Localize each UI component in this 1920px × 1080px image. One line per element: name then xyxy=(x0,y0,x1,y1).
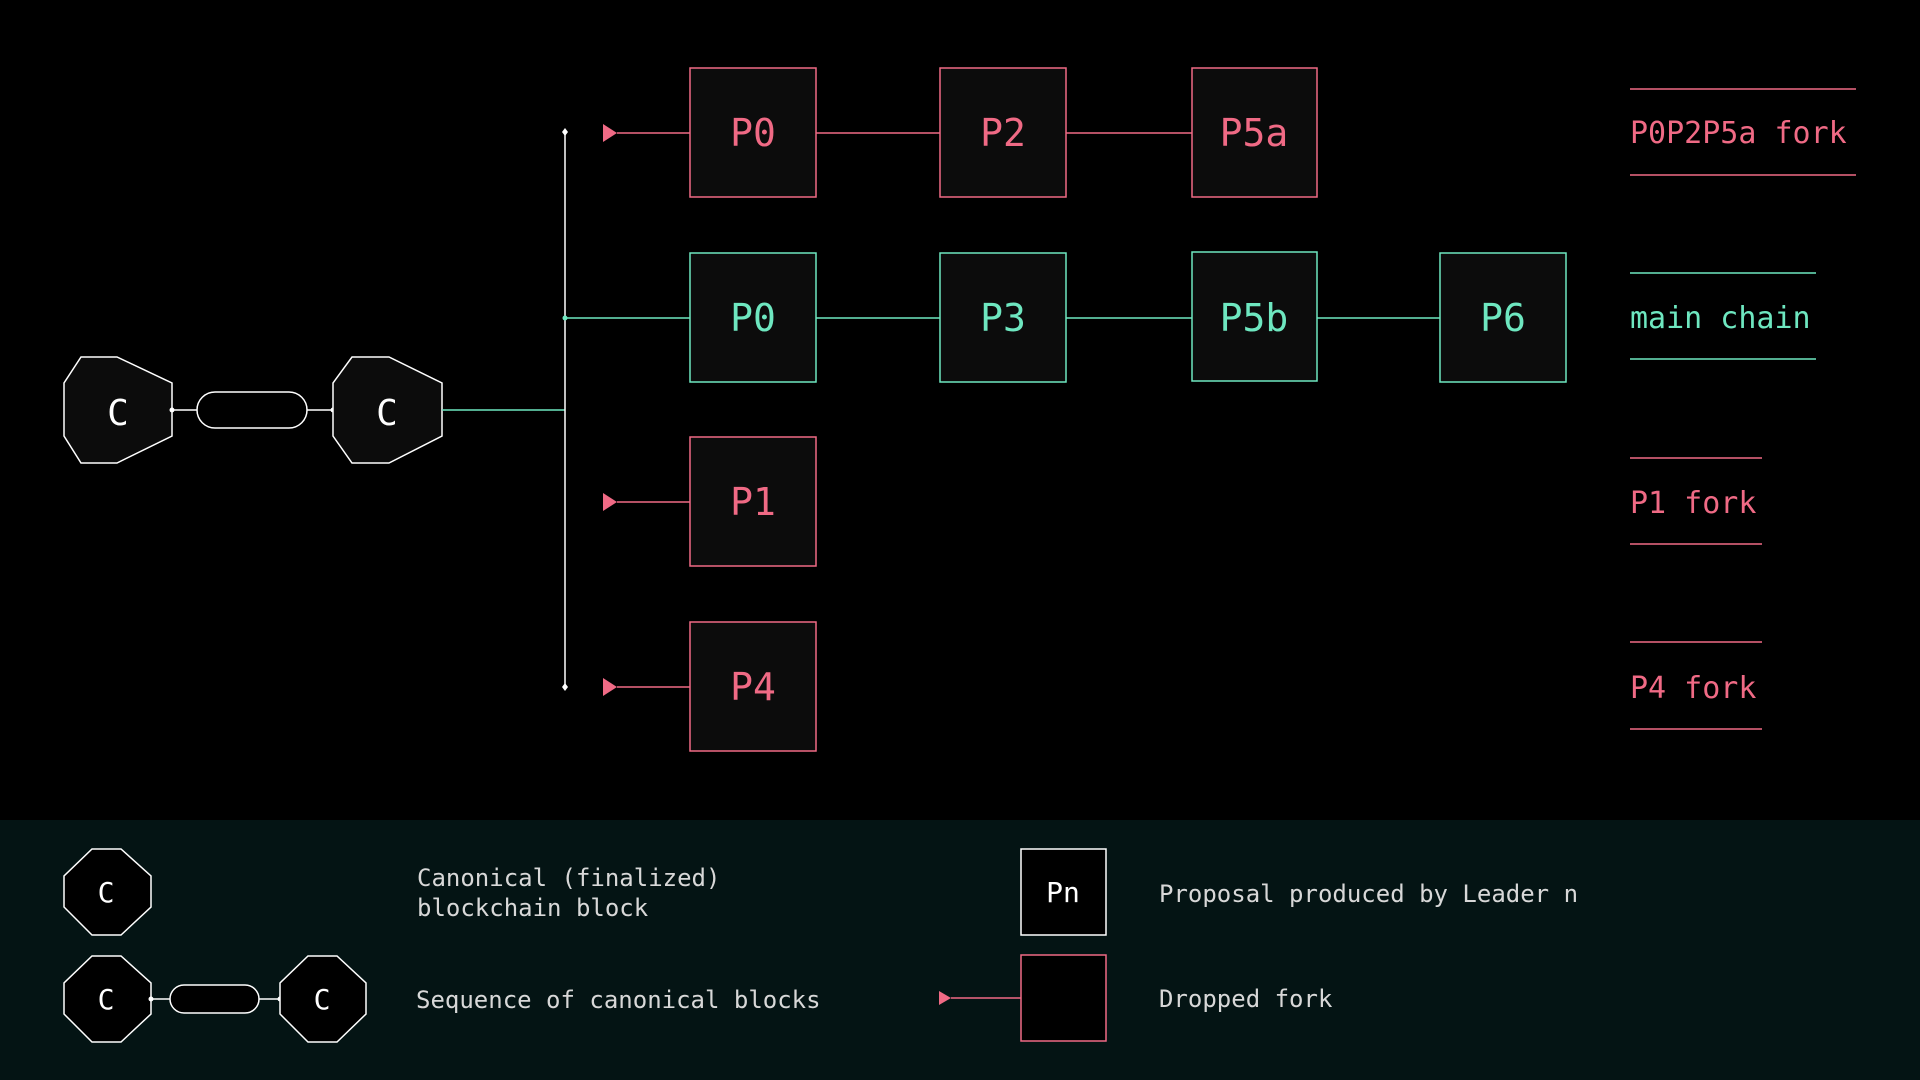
legend-canonical-text-line2: blockchain block xyxy=(417,894,649,922)
legend-sequence-symbol-2: C xyxy=(314,983,331,1016)
legend-sequence-shape-1 xyxy=(63,955,152,1043)
legend-sequence-shape-2 xyxy=(279,955,367,1043)
legend-canonical-symbol: C xyxy=(98,876,115,909)
legend-canonical-shape xyxy=(63,848,152,936)
branch-trunk xyxy=(442,128,568,691)
fork1-dropped-arrow-icon xyxy=(603,124,617,142)
legend-dropped-arrow-icon xyxy=(939,991,951,1005)
fork1-row: P0 P2 P5a xyxy=(603,67,1318,198)
main-chain-row: P0 P3 P5b P6 xyxy=(565,251,1567,383)
fork3-dropped-arrow-icon xyxy=(603,678,617,696)
trunk-bottom-endpoint xyxy=(562,683,568,691)
canonical-link-dot-left xyxy=(169,407,175,413)
canonical-block-2-shape xyxy=(332,356,443,464)
legend-proposal-text: Proposal produced by Leader n xyxy=(1159,880,1578,908)
fork1-block-1-label: P0 xyxy=(730,111,776,155)
fork1-block-2-label: P2 xyxy=(980,111,1026,155)
legend-proposal-shape xyxy=(1020,848,1107,936)
fork2-chain-label: P1 fork xyxy=(1630,486,1756,521)
fork3-chain-label: P4 fork xyxy=(1630,671,1756,706)
fork1-block-3 xyxy=(1191,67,1318,198)
main-block-3 xyxy=(1191,251,1318,382)
fork1-block-2 xyxy=(939,67,1067,198)
fork1-chain-label: P0P2P5a fork xyxy=(1630,116,1847,151)
main-block-1-label: P0 xyxy=(730,296,776,340)
fork3-row: P4 xyxy=(603,621,817,752)
legend-sequence-dot-left xyxy=(148,996,154,1002)
main-block-4-label: P6 xyxy=(1480,296,1526,340)
legend-sequence-symbol-1: C xyxy=(98,983,115,1016)
legend-sequence-text: Sequence of canonical blocks xyxy=(416,986,821,1014)
main-block-1 xyxy=(689,252,817,383)
fork2-block-1 xyxy=(689,436,817,567)
fork1-block-3-label: P5a xyxy=(1220,111,1289,155)
fork2-row: P1 xyxy=(603,436,817,567)
legend-canonical-text-line1: Canonical (finalized) xyxy=(417,864,720,892)
legend-dropped-text: Dropped fork xyxy=(1159,985,1333,1013)
main-chain-label: main chain xyxy=(1630,301,1811,336)
fork3-block-1 xyxy=(689,621,817,752)
fork2-dropped-arrow-icon xyxy=(603,493,617,511)
canonical-block-1-shape xyxy=(63,356,173,464)
fork2-block-1-label: P1 xyxy=(730,480,776,524)
canonical-sequence-capsule xyxy=(196,391,308,429)
canonical-sequence: C C xyxy=(63,356,443,464)
main-block-3-label: P5b xyxy=(1220,296,1289,340)
main-block-2 xyxy=(939,252,1067,383)
main-block-4 xyxy=(1439,252,1567,383)
trunk-top-endpoint xyxy=(562,128,568,136)
legend-sequence-capsule xyxy=(169,984,260,1014)
chain-labels: P0P2P5a fork main chain P1 fork P4 fork xyxy=(1630,88,1856,730)
legend-dropped-shape xyxy=(1020,954,1107,1042)
canonical-block-1-label: C xyxy=(107,393,129,434)
legend-proposal-symbol: Pn xyxy=(1046,876,1080,909)
fork3-block-1-label: P4 xyxy=(730,665,776,709)
canonical-block-2-label: C xyxy=(376,393,398,434)
legend: C Canonical (finalized) blockchain block… xyxy=(63,848,1578,1043)
main-block-2-label: P3 xyxy=(980,296,1026,340)
